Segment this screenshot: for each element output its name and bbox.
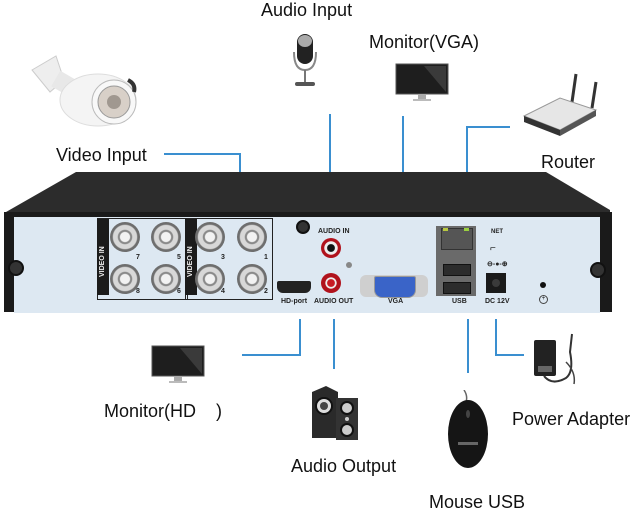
bnc-num: 1 bbox=[264, 254, 268, 261]
mouse-icon bbox=[448, 390, 488, 468]
video-input-connector-v bbox=[239, 153, 241, 172]
bnc-port-2[interactable] bbox=[237, 264, 267, 294]
polarity-label: ⊖-●-⊕ bbox=[487, 261, 508, 268]
cctv-camera-icon bbox=[31, 55, 137, 127]
ground-icon: + bbox=[539, 295, 548, 304]
video-in-label-a: VIDEO IN bbox=[99, 246, 106, 277]
usb-label: USB bbox=[452, 298, 467, 305]
vga-monitor-icon bbox=[395, 63, 449, 101]
lan-led-left bbox=[443, 228, 448, 231]
monitor-hd-label: Monitor(HD ) bbox=[104, 401, 223, 421]
left-screw-icon bbox=[8, 260, 24, 276]
bnc-port-1[interactable] bbox=[237, 222, 267, 252]
bnc-num: 2 bbox=[264, 288, 268, 295]
usb-port-1[interactable] bbox=[443, 264, 471, 276]
bnc-num: 8 bbox=[136, 288, 140, 295]
usb-connector bbox=[467, 319, 469, 373]
video-in-label-b: VIDEO IN bbox=[187, 246, 194, 277]
video-input-label: Video Input bbox=[56, 145, 147, 165]
bnc-num: 3 bbox=[221, 254, 225, 261]
audio-in-label: AUDIO IN bbox=[318, 228, 350, 235]
hd-monitor-icon bbox=[151, 345, 205, 383]
power-connector-v bbox=[495, 319, 497, 355]
audio-input-connector bbox=[329, 114, 331, 172]
hd-connector-h bbox=[242, 354, 301, 356]
lan-led-right bbox=[464, 228, 469, 231]
audio-in-port[interactable] bbox=[321, 238, 341, 258]
right-screw-icon bbox=[590, 262, 606, 278]
net-label: NET bbox=[491, 229, 503, 235]
bnc-port-8[interactable] bbox=[110, 264, 140, 294]
bnc-port-5[interactable] bbox=[151, 222, 181, 252]
router-connector-h bbox=[466, 126, 510, 128]
vga-connector bbox=[402, 116, 404, 172]
audio-out-label: AUDIO OUT bbox=[314, 298, 354, 305]
power-adapter-label: Power Adapter bbox=[512, 409, 631, 429]
bnc-num: 6 bbox=[177, 288, 181, 295]
audio-out-port[interactable] bbox=[321, 273, 341, 293]
hd-port-label: HD-port bbox=[281, 298, 308, 305]
audio-output-label: Audio Output bbox=[291, 456, 397, 476]
bnc-port-6[interactable] bbox=[151, 264, 181, 294]
dc-pin bbox=[492, 279, 500, 287]
power-adapter-icon bbox=[534, 333, 576, 385]
hdmi-port[interactable] bbox=[277, 281, 311, 293]
bnc-port-3[interactable] bbox=[195, 222, 225, 252]
speaker-icon bbox=[312, 386, 358, 440]
top-screw-icon bbox=[296, 220, 310, 234]
audio-input-label: Audio Input bbox=[261, 0, 353, 20]
router-icon bbox=[522, 73, 598, 136]
bnc-num: 7 bbox=[136, 254, 140, 261]
dvr-chassis-top bbox=[6, 172, 610, 220]
vga-label: VGA bbox=[388, 298, 404, 305]
bnc-port-4[interactable] bbox=[195, 264, 225, 294]
bnc-port-7[interactable] bbox=[110, 222, 140, 252]
router-connector-v bbox=[466, 126, 468, 172]
ground-screw-icon bbox=[346, 262, 352, 268]
audio-output-connector bbox=[333, 319, 335, 369]
dvr-right-side bbox=[598, 212, 612, 312]
mouse-usb-label: Mouse USB bbox=[429, 492, 526, 512]
usb-port-2[interactable] bbox=[443, 282, 471, 294]
bnc-num: 4 bbox=[221, 288, 225, 295]
vga-port[interactable] bbox=[374, 276, 416, 298]
power-connector-h bbox=[495, 354, 524, 356]
dc-label: DC 12V bbox=[485, 298, 510, 305]
hd-connector-v bbox=[299, 319, 301, 354]
video-in-bar-a bbox=[97, 219, 109, 295]
bnc-num: 5 bbox=[177, 254, 181, 261]
video-input-connector bbox=[164, 153, 240, 155]
microphone-icon bbox=[293, 34, 317, 86]
video-in-bar-b bbox=[185, 219, 197, 295]
router-label: Router bbox=[541, 152, 596, 172]
mouse-symbol-icon: ⌐ bbox=[490, 243, 496, 254]
lan-port[interactable] bbox=[441, 228, 473, 250]
ground-terminal bbox=[540, 282, 546, 288]
monitor-vga-label: Monitor(VGA) bbox=[369, 32, 480, 52]
